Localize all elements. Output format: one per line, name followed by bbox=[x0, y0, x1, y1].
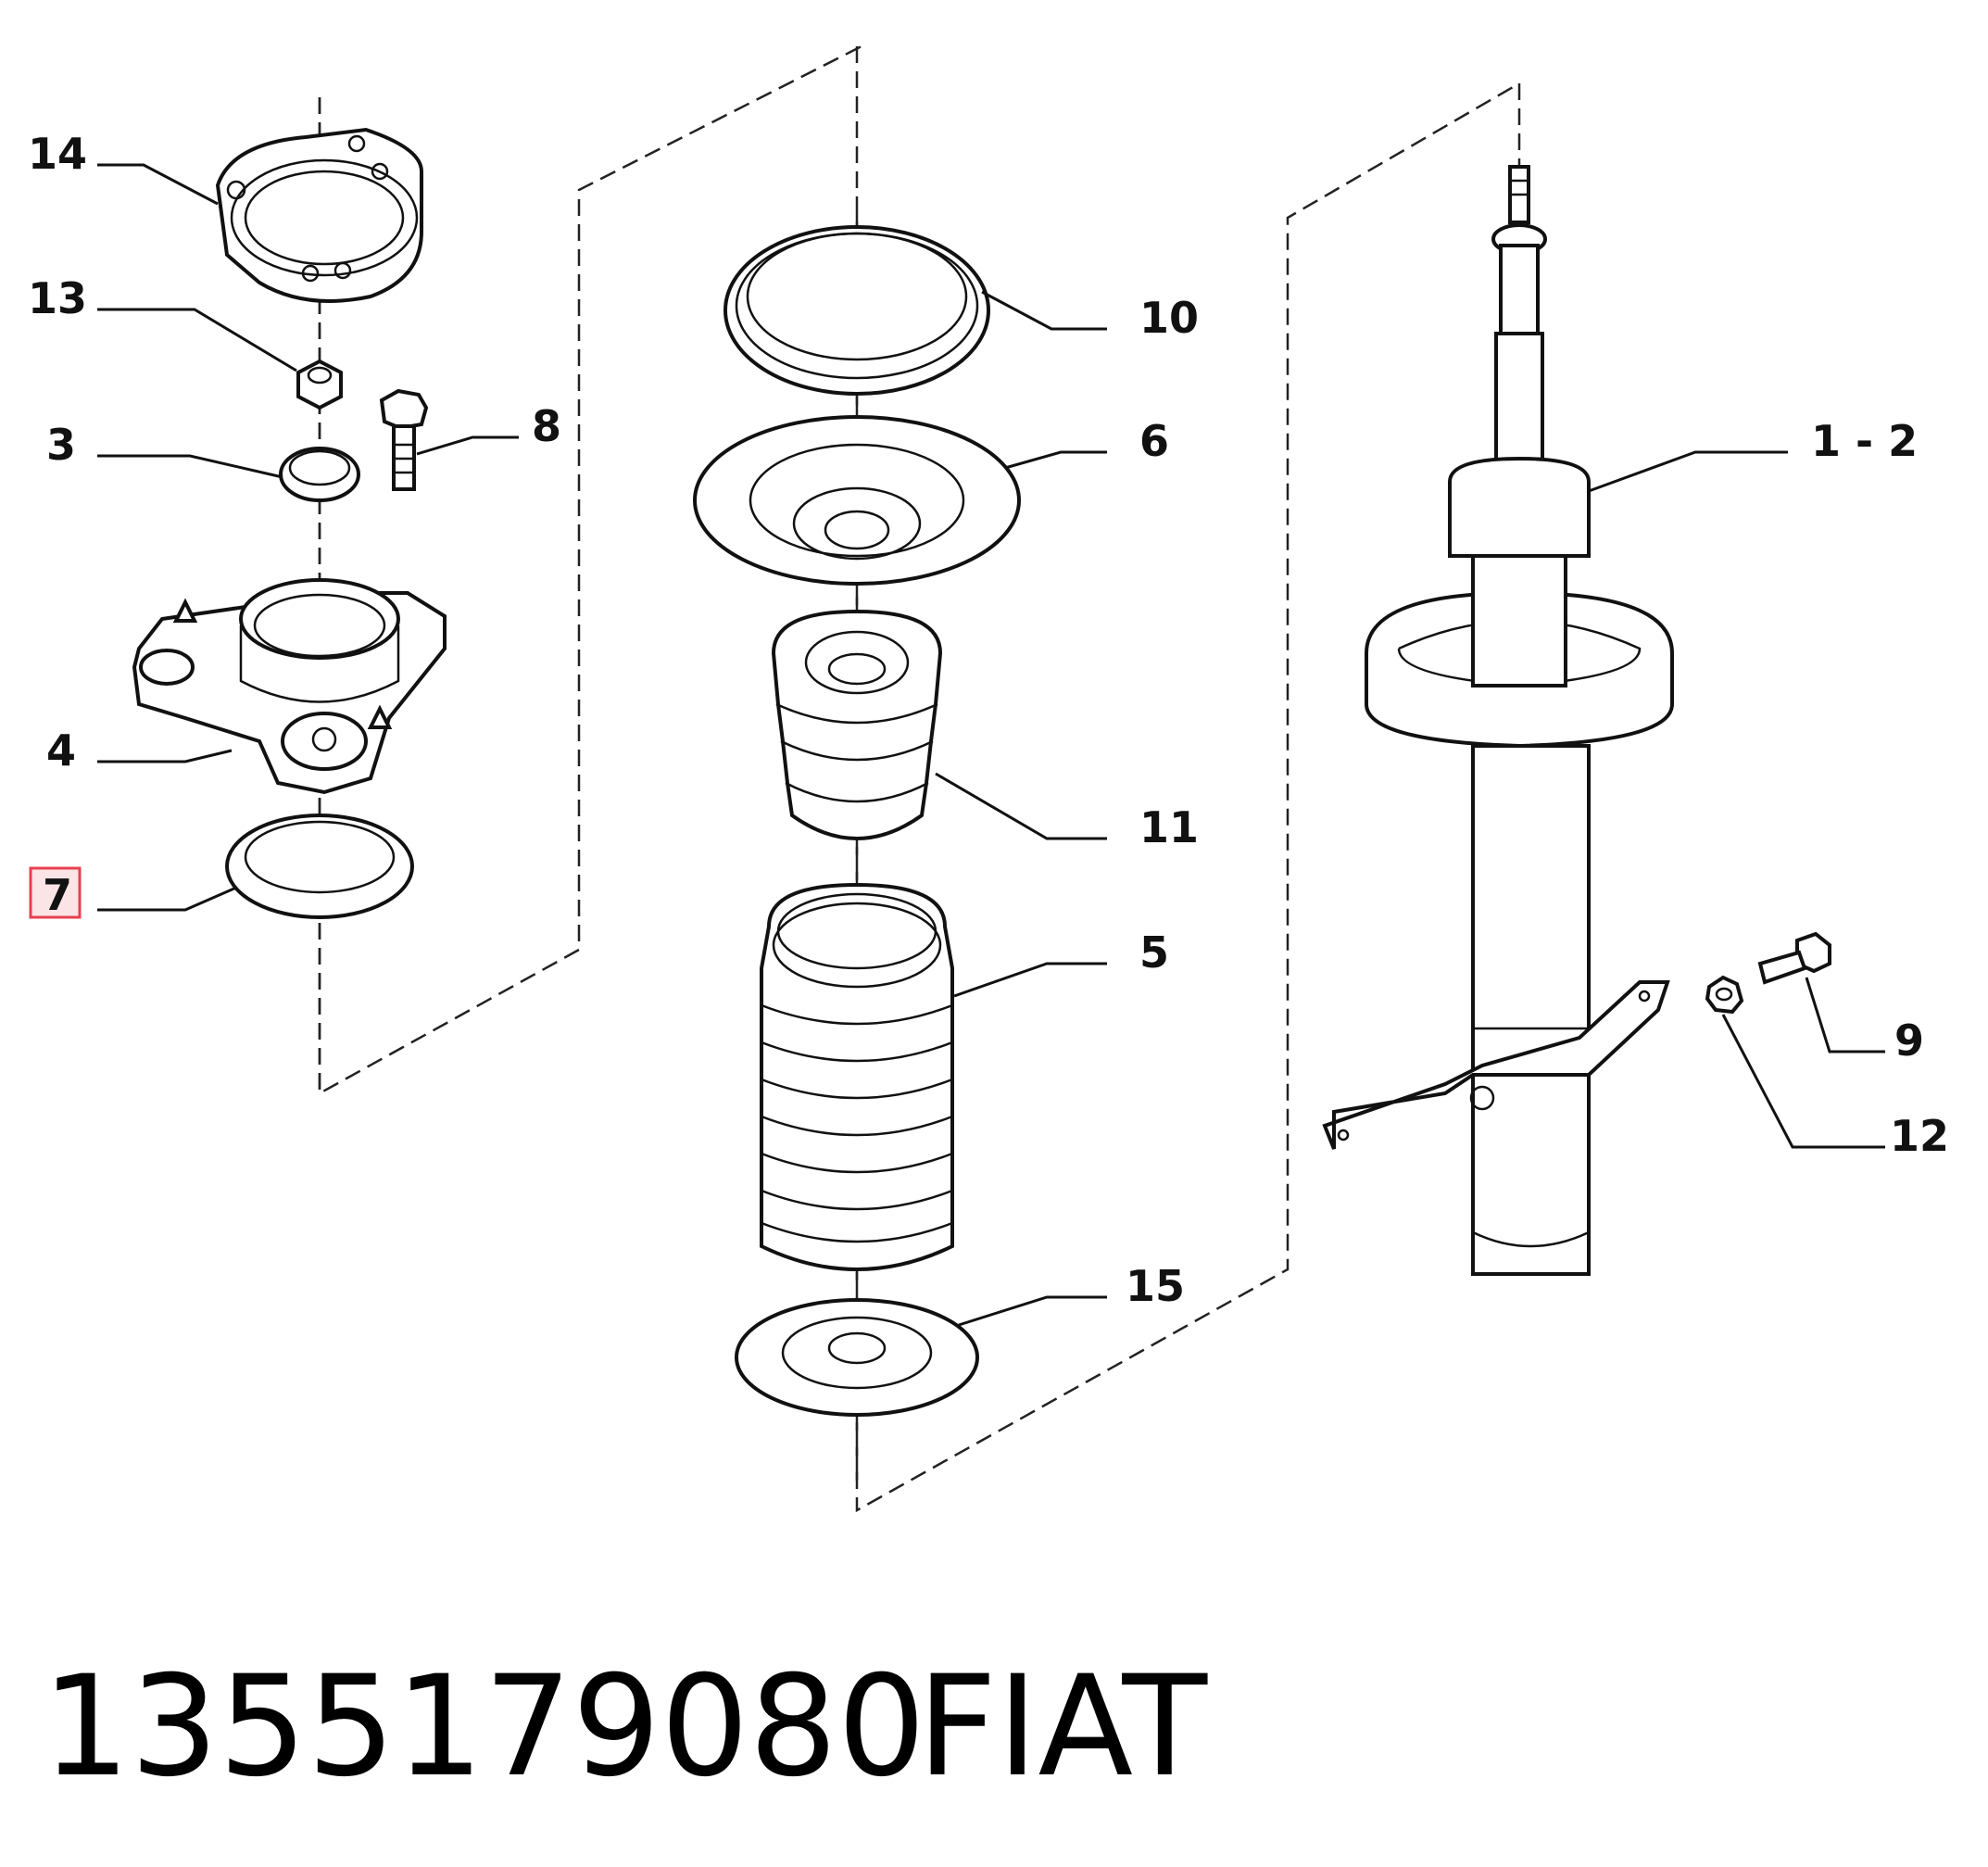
callout-12[interactable]: 12 bbox=[1890, 1111, 1949, 1161]
part-9-bolt[interactable] bbox=[1757, 931, 1831, 985]
part-10-bearing-ring[interactable] bbox=[723, 225, 990, 396]
part-11-bump-stop[interactable] bbox=[771, 609, 943, 840]
part-4-strut-mount[interactable] bbox=[132, 578, 447, 795]
part-8-bolt[interactable] bbox=[379, 388, 429, 491]
part-13-nut[interactable] bbox=[296, 359, 343, 410]
leader-lines bbox=[97, 163, 1885, 1327]
callout-13[interactable]: 13 bbox=[28, 273, 87, 323]
callout-labels: 14 13 3 8 4 7 10 6 11 5 15 1 - 2 9 12 bbox=[28, 129, 1949, 1311]
callout-11[interactable]: 11 bbox=[1139, 802, 1199, 852]
part-number: 1355179080 bbox=[42, 1646, 925, 1808]
part-3-bushing[interactable] bbox=[279, 447, 360, 502]
part-6-spring-seat[interactable] bbox=[693, 415, 1021, 586]
part-14-strut-top-plate[interactable] bbox=[215, 127, 423, 303]
part-1-2-shock-absorber[interactable] bbox=[1322, 165, 1674, 1276]
callout-10[interactable]: 10 bbox=[1139, 293, 1199, 343]
callout-7[interactable]: 7 bbox=[43, 870, 72, 920]
callout-4[interactable]: 4 bbox=[46, 725, 76, 776]
callout-3[interactable]: 3 bbox=[46, 420, 76, 470]
callout-8[interactable]: 8 bbox=[532, 401, 561, 451]
part-12-nut[interactable] bbox=[1705, 975, 1744, 1015]
callout-14[interactable]: 14 bbox=[28, 129, 87, 179]
part-15-lower-plate[interactable] bbox=[735, 1298, 979, 1417]
part-7-seal-ring[interactable] bbox=[225, 814, 414, 919]
callout-1-2[interactable]: 1 - 2 bbox=[1811, 416, 1918, 466]
callout-5[interactable]: 5 bbox=[1139, 927, 1169, 978]
brand-name: FIAT bbox=[917, 1646, 1208, 1808]
part-5-dust-boot[interactable] bbox=[760, 882, 954, 1271]
callout-9[interactable]: 9 bbox=[1894, 1015, 1924, 1066]
callout-6[interactable]: 6 bbox=[1139, 416, 1169, 466]
callout-7-highlight-box bbox=[29, 866, 82, 919]
callout-15[interactable]: 15 bbox=[1126, 1261, 1185, 1311]
